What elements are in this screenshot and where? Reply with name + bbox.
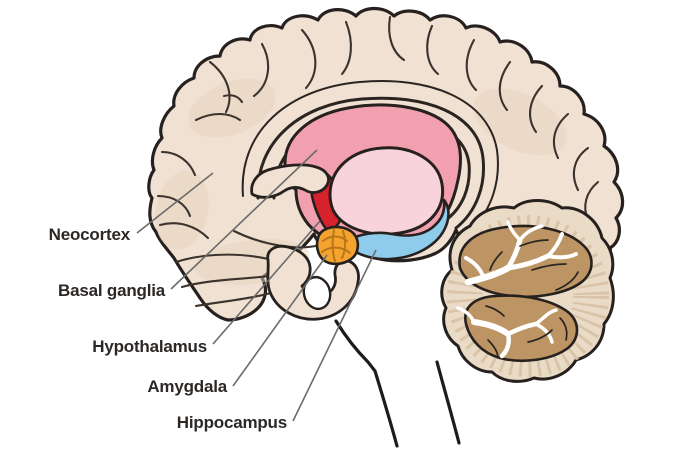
cerebellum-fissure-lines bbox=[485, 239, 579, 359]
cerebellum bbox=[440, 199, 615, 383]
leader-line-hippocampus bbox=[292, 249, 377, 422]
fornix-region bbox=[250, 163, 330, 199]
brainstem-back-edge bbox=[435, 360, 461, 445]
cerebellum-upper-lobe bbox=[458, 224, 593, 298]
midbrain-pons-region bbox=[266, 244, 360, 321]
label-neocortex: Neocortex bbox=[49, 225, 131, 244]
arbor-vitae-tree bbox=[456, 220, 578, 359]
leader-line-hypothalamus bbox=[212, 220, 321, 345]
brainstem-front-edge bbox=[334, 319, 399, 448]
amygdala-region bbox=[315, 225, 360, 266]
brainstem-outline bbox=[334, 319, 461, 448]
amygdala-folds bbox=[321, 229, 351, 262]
label-amygdala: Amygdala bbox=[147, 377, 227, 396]
leader-line-amygdala bbox=[232, 254, 328, 387]
leader-lines bbox=[136, 149, 377, 422]
cortex-shading bbox=[155, 78, 567, 285]
label-hippocampus: Hippocampus bbox=[177, 413, 287, 432]
gyri-sulci-lines bbox=[156, 15, 600, 308]
midbrain-hole bbox=[302, 275, 332, 311]
labels: Neocortex Basal ganglia Hypothalamus Amy… bbox=[49, 225, 288, 432]
label-basal-ganglia: Basal ganglia bbox=[58, 281, 166, 300]
leader-line-basal-ganglia bbox=[170, 149, 318, 290]
label-hypothalamus: Hypothalamus bbox=[92, 337, 207, 356]
leader-line-neocortex bbox=[136, 172, 214, 234]
thalamus-region bbox=[328, 146, 445, 236]
amygdala-group bbox=[315, 225, 360, 266]
